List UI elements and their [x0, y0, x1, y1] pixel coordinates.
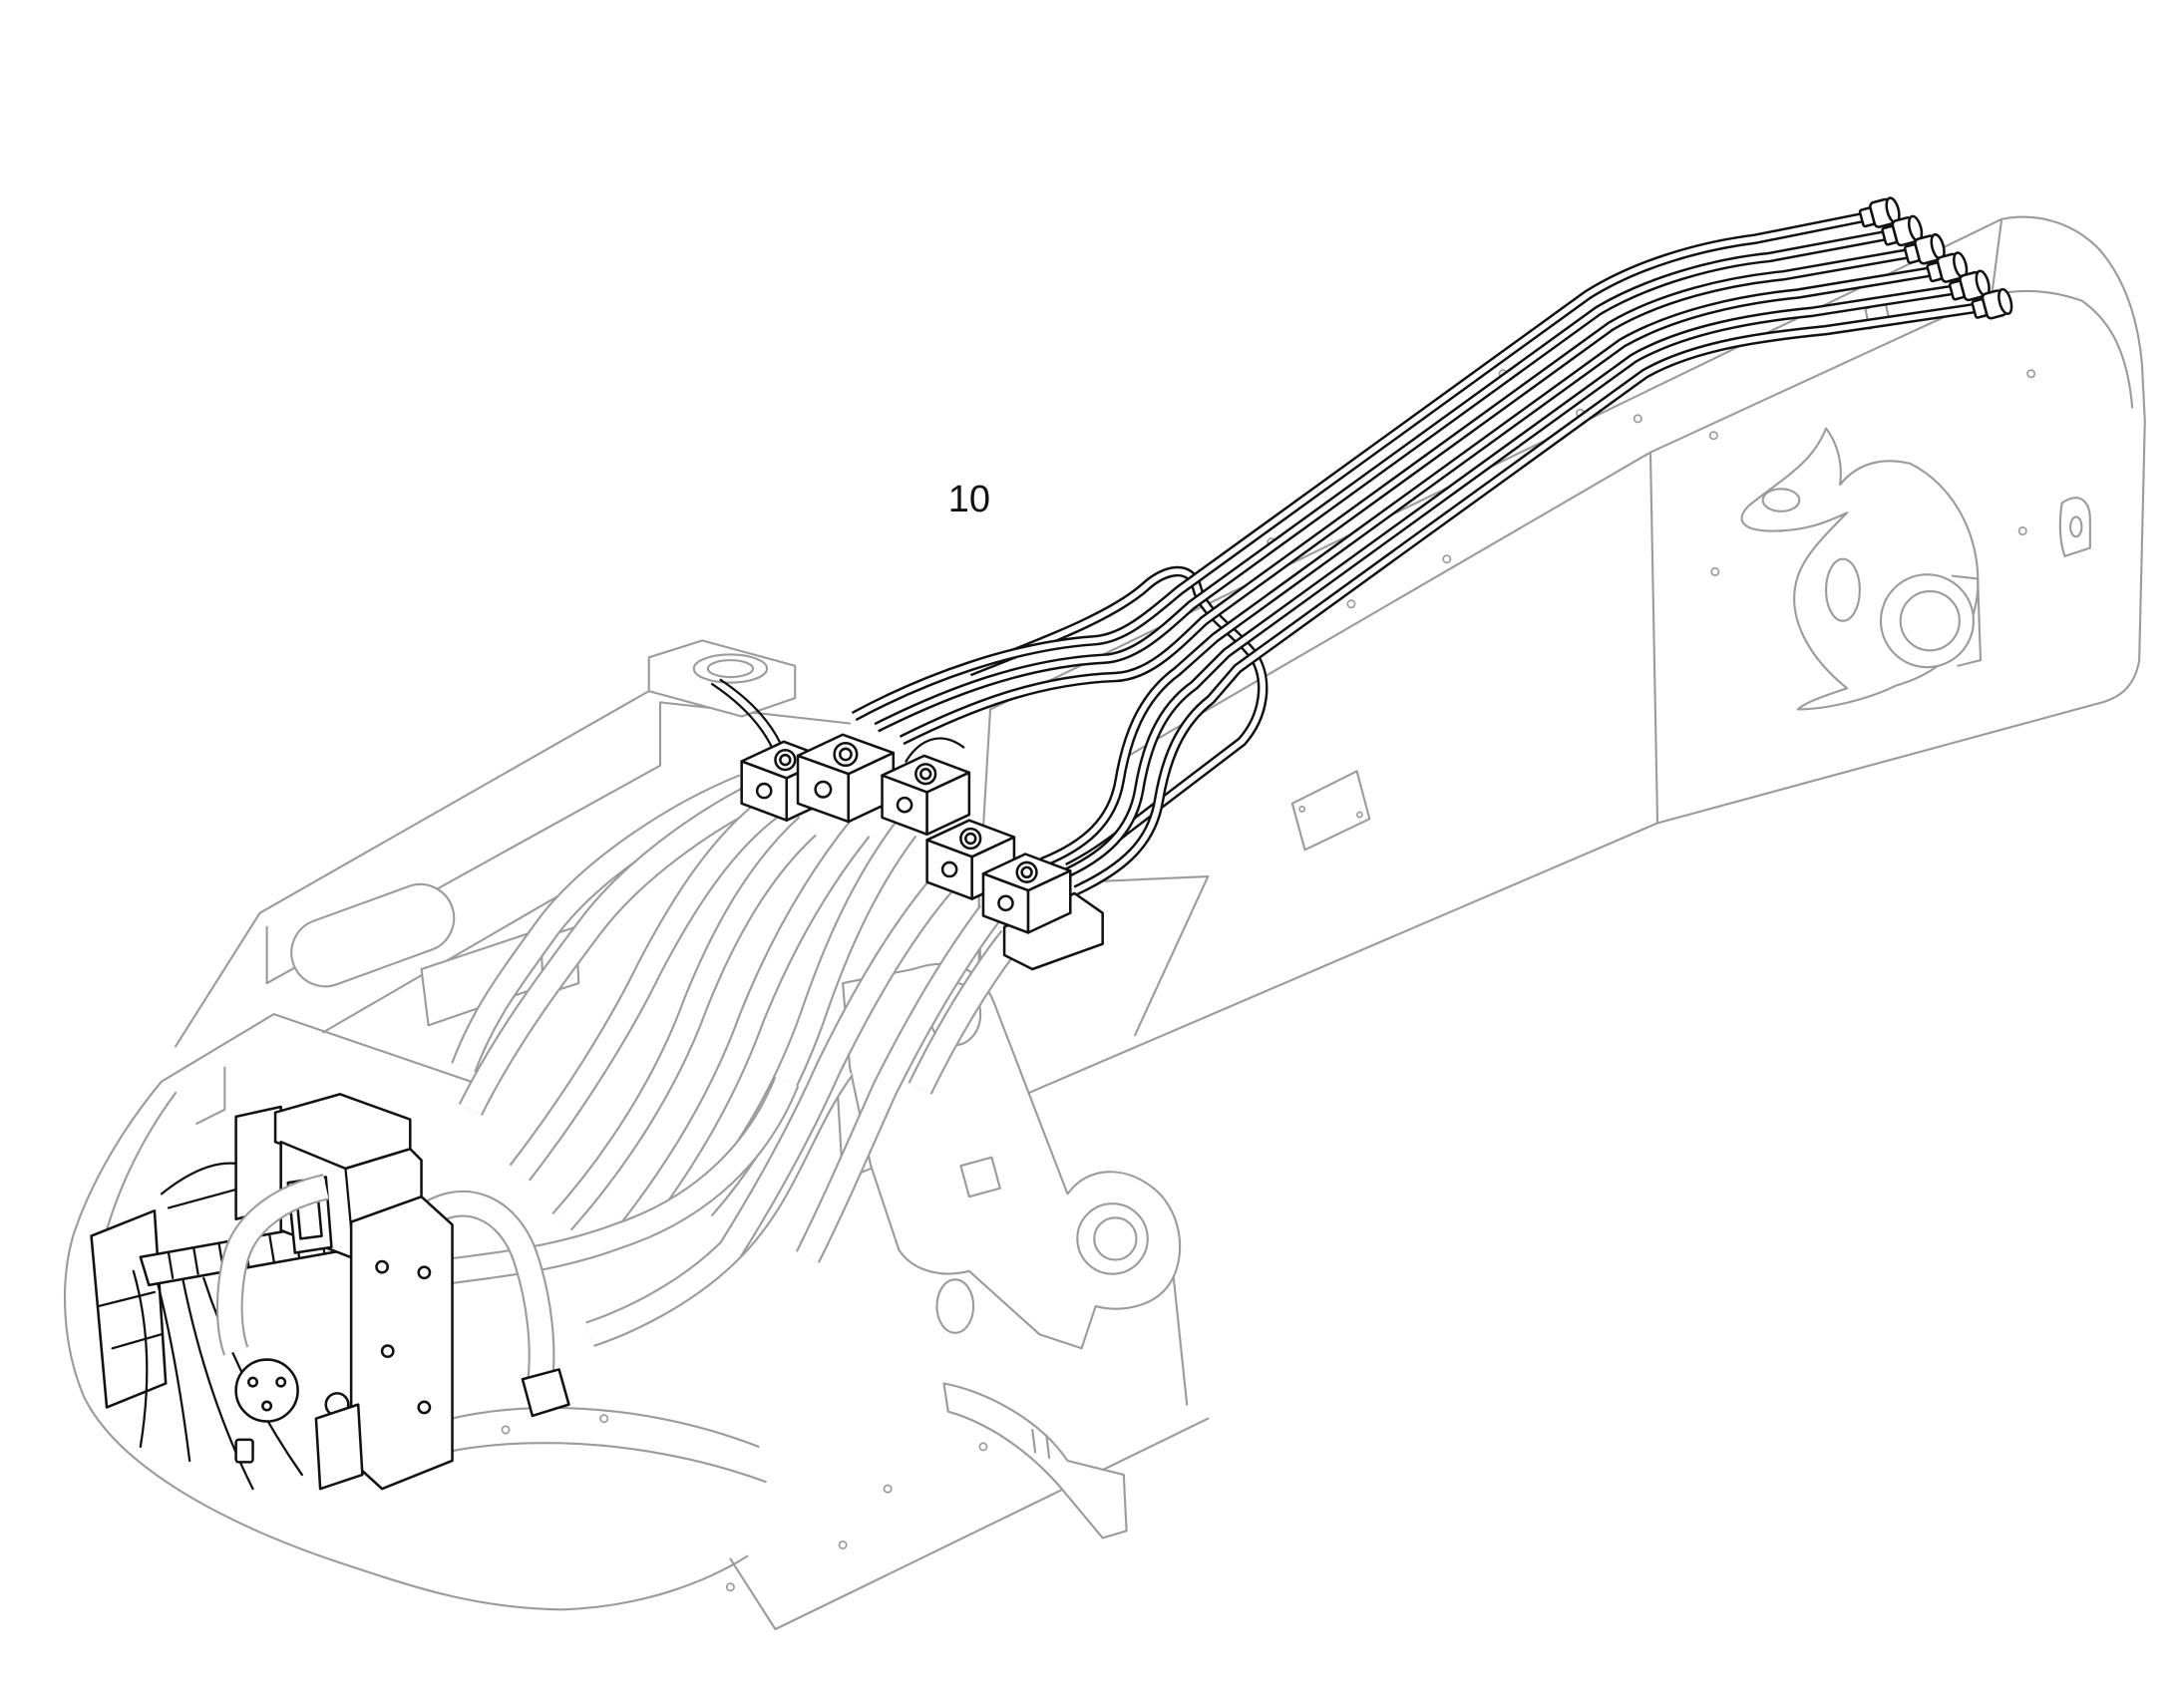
bushing-inner — [1899, 590, 1961, 652]
bolt-hole — [1346, 599, 1356, 609]
pump-bolt — [275, 1376, 287, 1388]
side-plate-left — [90, 1208, 168, 1409]
valve-mount-plate — [1002, 891, 1104, 971]
block-bolt-center — [1020, 865, 1033, 879]
callout-label: 10 — [948, 479, 990, 520]
control-valve-cluster — [90, 1093, 570, 1491]
lower-link — [942, 1382, 1128, 1539]
bolt-hole — [1708, 431, 1718, 441]
deck-cylinder — [290, 882, 456, 988]
block-right-face — [1026, 869, 1072, 934]
frame-bolts — [501, 1414, 988, 1592]
lower-link-pin — [1031, 1428, 1051, 1460]
bolt-hole — [883, 1484, 893, 1494]
block-port — [814, 780, 833, 799]
foot-pin-inner — [1093, 1216, 1138, 1261]
valve-block — [881, 737, 971, 837]
frame-outline-front — [63, 1080, 749, 1611]
bolt-hole — [838, 1539, 848, 1549]
boom-end-face-edge — [1991, 217, 2003, 296]
deck-edge-line — [160, 1013, 472, 1083]
pump-housing — [234, 1358, 299, 1423]
frame-bottom-edge — [729, 1417, 1210, 1631]
pilot-line — [167, 1186, 247, 1209]
frame-rear-edge — [1172, 1269, 1189, 1406]
fitting-flange — [1998, 287, 2013, 316]
plate-rivet — [1298, 806, 1306, 813]
pilot-line — [132, 1269, 149, 1449]
pipe-end-fittings — [1858, 196, 2013, 320]
boom-body — [977, 215, 2146, 1114]
bracket-eye — [1761, 488, 1801, 512]
bolt-hole — [725, 1582, 735, 1592]
bolt-hole — [1442, 554, 1452, 564]
bolt-hole — [1633, 414, 1642, 424]
boom-cylinder-bracket — [1740, 427, 1983, 711]
block-bolt-center — [919, 768, 932, 781]
cylinder-body — [290, 882, 456, 988]
block-bolt-center — [964, 832, 977, 846]
block-tube — [905, 737, 965, 763]
block-bolt-center — [839, 747, 853, 762]
plate-hole — [375, 1259, 390, 1274]
boom-lower-panel — [1080, 874, 1210, 1037]
pipe-end-fitting — [1971, 287, 2013, 320]
bushing-flange — [1951, 574, 1983, 667]
boom-name-plate — [1290, 770, 1371, 852]
bolt-hole — [2017, 526, 2027, 536]
block-right-face — [925, 771, 971, 837]
block-port — [997, 894, 1014, 912]
foot-lower-hole — [935, 1278, 975, 1334]
boom-lug-hole — [2069, 515, 2083, 538]
deck-top-edge — [175, 690, 650, 1048]
bolt-hole — [599, 1414, 609, 1424]
block-port — [896, 796, 913, 814]
deck-edge-line — [265, 701, 662, 985]
hex-fitting — [234, 1438, 254, 1464]
bolt-hole — [2026, 369, 2036, 379]
plate-hole — [417, 1265, 432, 1280]
hose-end-fitting — [521, 1368, 570, 1418]
boom — [977, 215, 2146, 1114]
deck-side-wall — [195, 1066, 226, 1125]
pilot-tube — [710, 682, 774, 750]
swing-ring-outer — [406, 1406, 760, 1448]
bolt-hole — [978, 1442, 988, 1452]
block-port — [755, 782, 773, 800]
pipe-end-fitting — [1903, 232, 1946, 265]
bolt-hole — [501, 1425, 511, 1435]
block-bolt-center — [779, 753, 792, 767]
pump-bolt — [261, 1400, 273, 1412]
plate-hole — [417, 1400, 432, 1415]
pilot-line — [153, 1269, 191, 1463]
pipe-end-fitting — [1881, 214, 1924, 247]
pilot-tube — [719, 678, 783, 746]
pilot-line — [97, 1290, 164, 1350]
boom-pipe-set — [710, 215, 1988, 890]
valve-blocks — [740, 733, 1104, 971]
valve-block — [981, 853, 1072, 934]
pump-bolt — [247, 1376, 259, 1388]
valve-block — [796, 733, 896, 824]
foot-pin-keeper — [959, 1156, 1001, 1198]
plate-hole — [380, 1344, 395, 1359]
lower-fitting-block — [314, 1403, 364, 1491]
bolt-hole — [1710, 566, 1720, 576]
block-port — [940, 860, 958, 878]
bracket-slot — [1825, 557, 1861, 622]
plate-rivet — [1356, 811, 1363, 819]
top-mount-ring-inner — [706, 659, 755, 679]
pipe-end-fitting — [1948, 269, 1991, 302]
pipe-end-fitting — [1858, 196, 1901, 228]
boom-panel-seam — [1648, 451, 1659, 825]
mounting-plate — [349, 1195, 454, 1491]
